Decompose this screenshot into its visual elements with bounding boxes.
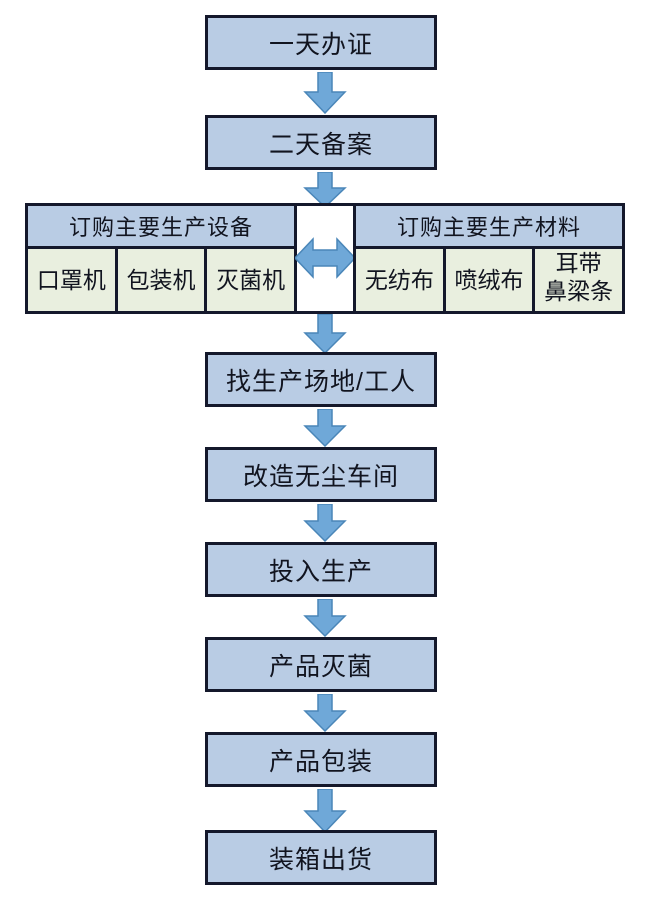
materials-cell-1[interactable]: 无纺布 [356,249,446,311]
equipment-cell-1[interactable]: 口罩机 [28,249,118,311]
double-headed-arrow-icon [295,232,355,284]
flow-node-step-8[interactable]: 装箱出货 [205,830,437,885]
equipment-table: 订购主要生产设备 口罩机 包装机 灭菌机 [25,203,297,314]
equipment-cell-3[interactable]: 灭菌机 [207,249,294,311]
down-arrow-icon [303,694,347,732]
down-arrow-icon [303,789,347,833]
equipment-cell-2[interactable]: 包装机 [118,249,208,311]
equipment-table-header: 订购主要生产设备 [28,206,294,249]
cell-line-1: 耳带 [555,250,602,276]
flow-node-step-3[interactable]: 找生产场地/工人 [205,352,437,407]
flow-node-step-1[interactable]: 一天办证 [205,15,437,70]
flow-node-label: 一天办证 [268,30,373,59]
down-arrow-icon [303,409,347,447]
flow-node-label: 改造无尘车间 [242,462,399,491]
down-arrow-icon [303,599,347,637]
cell-line-2: 鼻梁条 [544,278,614,305]
flow-node-step-2[interactable]: 二天备案 [205,115,437,170]
flow-node-label: 二天备案 [268,130,373,159]
flow-node-step-4[interactable]: 改造无尘车间 [205,447,437,502]
cell-line-1: 无纺布 [364,266,434,293]
materials-cell-2[interactable]: 喷绒布 [446,249,536,311]
down-arrow-icon [303,504,347,542]
flow-node-label: 产品灭菌 [268,652,373,681]
flow-node-label: 产品包装 [268,747,373,776]
cell-line-1: 灭菌机 [216,266,286,293]
equipment-table-row: 口罩机 包装机 灭菌机 [28,249,294,311]
materials-cell-3[interactable]: 耳带 鼻梁条 [535,249,622,311]
flow-node-step-6[interactable]: 产品灭菌 [205,637,437,692]
down-arrow-icon [303,72,347,114]
flow-node-label: 找生产场地/工人 [226,367,416,396]
flow-node-step-7[interactable]: 产品包装 [205,732,437,787]
flow-node-label: 装箱出货 [268,845,373,874]
materials-table: 订购主要生产材料 无纺布 喷绒布 耳带 鼻梁条 [353,203,625,314]
down-arrow-icon [303,172,347,208]
flow-node-step-5[interactable]: 投入生产 [205,542,437,597]
down-arrow-icon [303,314,347,354]
cell-line-1: 包装机 [126,266,196,293]
cell-line-1: 喷绒布 [454,266,524,293]
flow-node-label: 投入生产 [268,557,373,586]
cell-line-1: 口罩机 [36,266,106,293]
materials-table-row: 无纺布 喷绒布 耳带 鼻梁条 [356,249,622,311]
materials-table-header: 订购主要生产材料 [356,206,622,249]
